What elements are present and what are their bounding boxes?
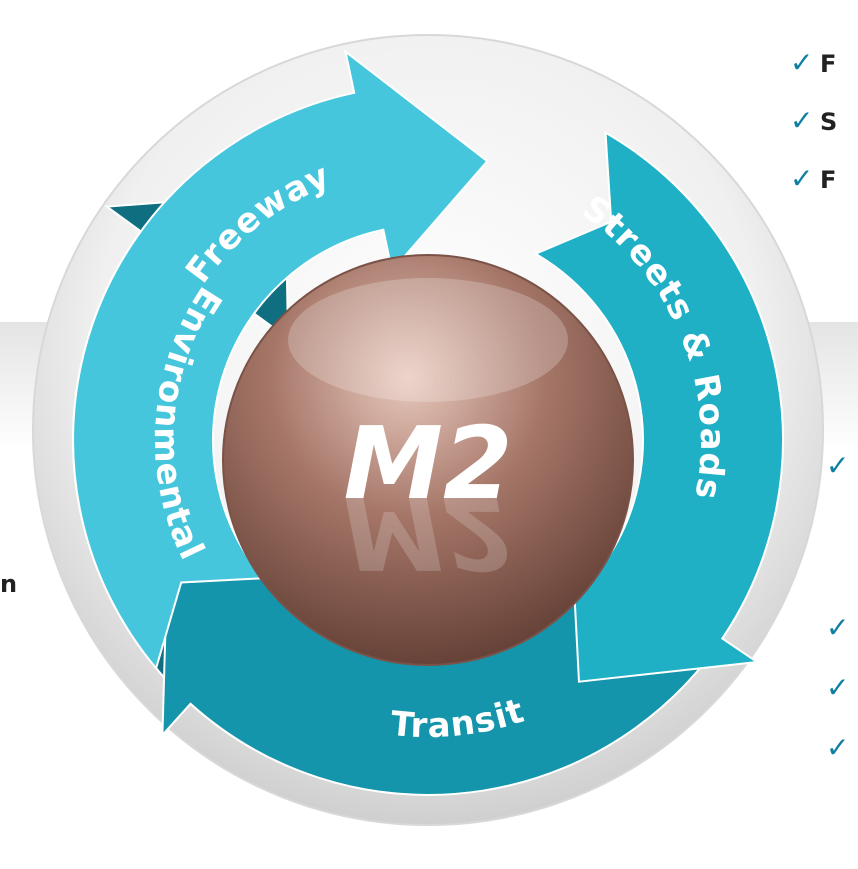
- list-item-text: F: [820, 50, 836, 78]
- hub-label: M2: [343, 405, 512, 522]
- check-mark: ✓: [826, 611, 849, 644]
- check-mark: ✓: [790, 46, 813, 79]
- check-mark: ✓: [826, 731, 849, 764]
- segment-arrow-freeway: [72, 49, 489, 671]
- check-mark: ✓: [826, 449, 849, 482]
- check-mark: ✓: [790, 104, 813, 137]
- left-text-fragment: n: [0, 570, 17, 598]
- check-mark: ✓: [826, 671, 849, 704]
- check-mark: ✓: [790, 162, 813, 195]
- list-item-text: S: [820, 108, 837, 136]
- list-item-text: F: [820, 166, 836, 194]
- hub-circle: [222, 254, 634, 666]
- segment-arrow-streets-roads: [533, 130, 784, 683]
- hub-highlight: [288, 278, 568, 402]
- hub-label-reflection: M2: [343, 474, 512, 591]
- segment-arrows: [72, 49, 784, 796]
